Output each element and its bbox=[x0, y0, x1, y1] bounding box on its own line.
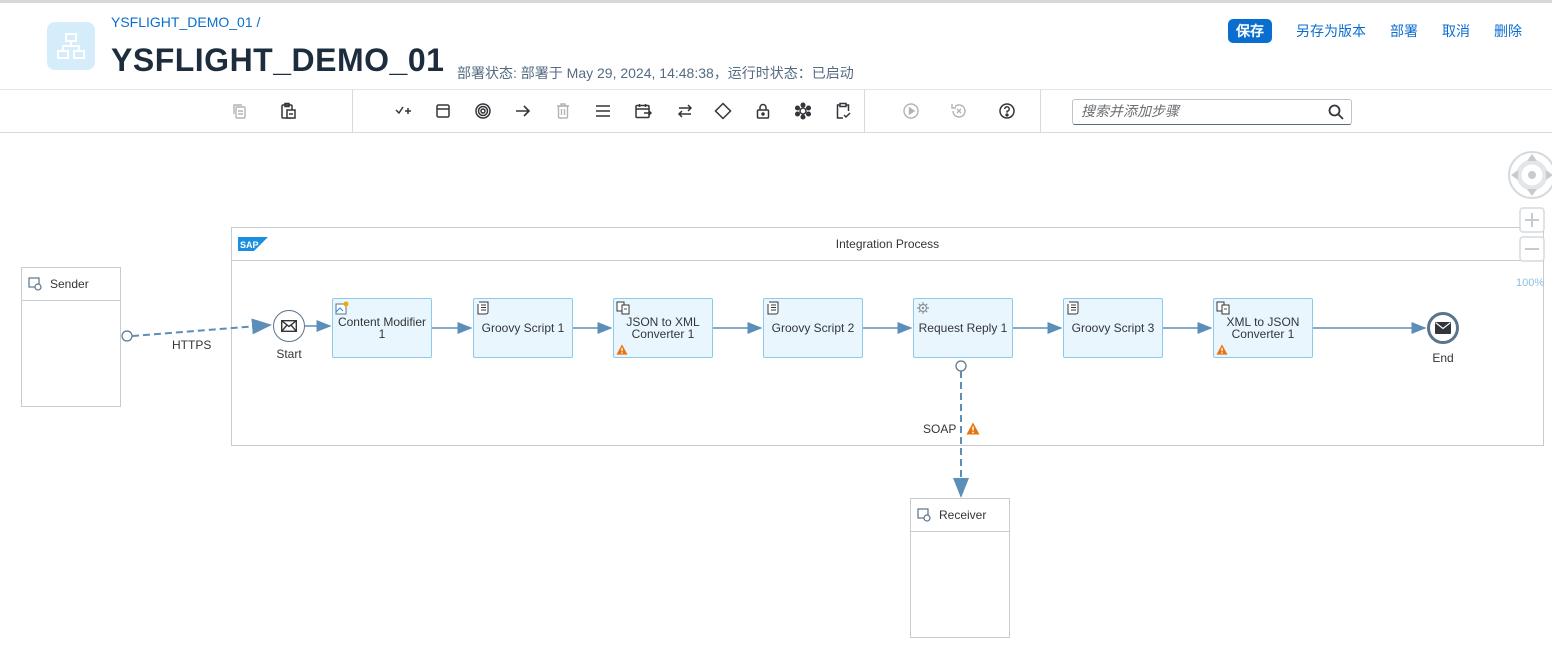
envelope-filled-icon bbox=[1435, 322, 1451, 334]
script-icon bbox=[1067, 301, 1079, 315]
save-button[interactable]: 保存 bbox=[1228, 19, 1272, 43]
integration-process-pool[interactable]: SAP Integration Process bbox=[231, 227, 1544, 446]
content-modifier-step[interactable]: Content Modifier 1 bbox=[332, 298, 432, 358]
groovy-script-1-label: Groovy Script 1 bbox=[481, 321, 565, 335]
paste-icon[interactable] bbox=[276, 99, 300, 123]
play-icon[interactable] bbox=[899, 99, 923, 123]
search-input[interactable] bbox=[1081, 100, 1321, 122]
top-border bbox=[0, 0, 1552, 3]
warning-icon bbox=[616, 344, 628, 355]
menu-lines-icon[interactable] bbox=[591, 99, 615, 123]
json-to-xml-converter-step[interactable]: JSON to XML Converter 1 bbox=[613, 298, 713, 358]
receiver-header: Receiver bbox=[911, 499, 1009, 532]
diamond-icon[interactable] bbox=[711, 99, 735, 123]
end-event[interactable] bbox=[1427, 312, 1459, 344]
receiver-participant[interactable]: Receiver bbox=[910, 498, 1010, 638]
end-label: End bbox=[1432, 351, 1454, 365]
sap-logo-icon: SAP bbox=[238, 237, 268, 251]
sender-participant[interactable]: Sender bbox=[21, 267, 121, 407]
lock-icon[interactable] bbox=[751, 99, 775, 123]
toolbar-separator bbox=[1040, 90, 1041, 132]
converter-icon bbox=[616, 301, 630, 315]
shapes-icon[interactable] bbox=[791, 99, 815, 123]
https-adapter-label[interactable]: HTTPS bbox=[172, 338, 212, 352]
arrow-right-icon[interactable] bbox=[511, 99, 535, 123]
groovy-script-3-label: Groovy Script 3 bbox=[1071, 321, 1155, 335]
sender-label: Sender bbox=[50, 277, 89, 291]
zoom-out-icon[interactable] bbox=[1519, 236, 1545, 262]
system-icon bbox=[917, 508, 931, 522]
script-icon bbox=[767, 301, 779, 315]
pool-title-bar: SAP Integration Process bbox=[232, 228, 1543, 261]
start-event[interactable] bbox=[273, 310, 305, 342]
search-step-field[interactable] bbox=[1072, 99, 1352, 125]
header-actions: 保存 另存为版本 部署 取消 删除 bbox=[1228, 19, 1522, 43]
help-icon[interactable] bbox=[995, 99, 1019, 123]
window-icon[interactable] bbox=[431, 99, 455, 123]
integration-flow-icon bbox=[47, 22, 95, 70]
converter-icon bbox=[1216, 301, 1230, 315]
groovy-script-2-step[interactable]: Groovy Script 2 bbox=[763, 298, 863, 358]
swap-icon[interactable] bbox=[673, 99, 697, 123]
deploy-button[interactable]: 部署 bbox=[1390, 23, 1418, 39]
xml-to-json-converter-label: XML to JSON Converter 1 bbox=[1226, 315, 1300, 341]
pan-control-icon[interactable] bbox=[1507, 150, 1552, 200]
toolbar-separator bbox=[864, 90, 865, 132]
request-reply-label: Request Reply 1 bbox=[918, 321, 1008, 335]
soap-adapter-label[interactable]: SOAP bbox=[923, 422, 957, 436]
content-modifier-label: Content Modifier 1 bbox=[337, 315, 427, 341]
svg-text:SAP: SAP bbox=[240, 240, 259, 250]
deploy-status: 部署状态: 部署于 May 29, 2024, 14:48:38，运行时状态：已… bbox=[457, 65, 854, 81]
sender-header: Sender bbox=[22, 268, 120, 301]
delete-button[interactable]: 删除 bbox=[1494, 23, 1522, 39]
toolbar-separator bbox=[352, 90, 353, 132]
warning-icon bbox=[1216, 344, 1228, 355]
copy-icon[interactable] bbox=[228, 99, 252, 123]
editor-toolbar bbox=[0, 89, 1552, 133]
start-label: Start bbox=[276, 347, 302, 361]
clipboard-check-icon[interactable] bbox=[831, 99, 855, 123]
breadcrumb[interactable]: YSFLIGHT_DEMO_01 / bbox=[111, 14, 261, 30]
trash-icon[interactable] bbox=[551, 99, 575, 123]
search-icon[interactable] bbox=[1327, 103, 1345, 121]
warning-icon bbox=[966, 422, 980, 435]
receiver-label: Receiver bbox=[939, 508, 987, 522]
groovy-script-2-label: Groovy Script 2 bbox=[771, 321, 855, 335]
request-reply-step[interactable]: Request Reply 1 bbox=[913, 298, 1013, 358]
page-title: YSFLIGHT_DEMO_01 bbox=[111, 42, 445, 78]
target-icon[interactable] bbox=[471, 99, 495, 123]
save-as-version-button[interactable]: 另存为版本 bbox=[1296, 23, 1366, 39]
undo-icon[interactable] bbox=[947, 99, 971, 123]
pool-title: Integration Process bbox=[835, 237, 940, 251]
system-icon bbox=[28, 277, 42, 291]
cancel-button[interactable]: 取消 bbox=[1442, 23, 1470, 39]
gear-icon bbox=[917, 302, 929, 314]
checklist-add-icon[interactable] bbox=[391, 99, 415, 123]
groovy-script-3-step[interactable]: Groovy Script 3 bbox=[1063, 298, 1163, 358]
xml-to-json-converter-step[interactable]: XML to JSON Converter 1 bbox=[1213, 298, 1313, 358]
zoom-in-icon[interactable] bbox=[1519, 207, 1545, 233]
envelope-icon bbox=[281, 320, 297, 332]
calendar-icon[interactable] bbox=[631, 99, 655, 123]
json-to-xml-converter-label: JSON to XML Converter 1 bbox=[626, 315, 700, 341]
zoom-level: 100% bbox=[1516, 277, 1545, 289]
script-icon bbox=[477, 301, 489, 315]
content-modifier-icon bbox=[335, 301, 349, 315]
groovy-script-1-step[interactable]: Groovy Script 1 bbox=[473, 298, 573, 358]
